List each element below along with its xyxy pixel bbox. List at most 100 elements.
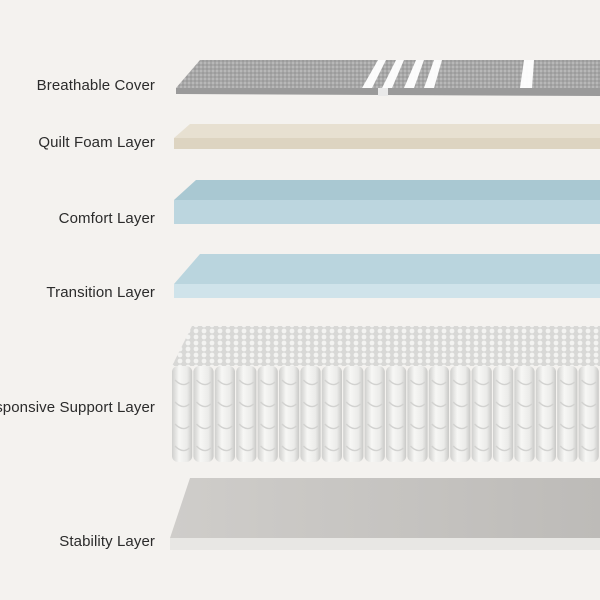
coil-wrap-line: [559, 401, 576, 408]
coil-wrap-line: [195, 423, 212, 430]
coil-wrap-line: [345, 445, 362, 452]
spring-coil: [471, 366, 492, 462]
coil-wrap-line: [474, 423, 490, 430]
coil-wrap-line: [217, 445, 233, 452]
coil-wrap-line: [431, 401, 447, 408]
coil-wrap-line: [260, 445, 276, 452]
spring-coil: [557, 366, 578, 462]
label-breathable-cover: Breathable Cover: [36, 77, 155, 94]
spring-coil: [493, 366, 514, 462]
coil-wrap-line: [324, 379, 340, 386]
coil-wrap-line: [174, 379, 190, 386]
coil-wrap-line: [238, 379, 255, 386]
coil-wrap-line: [388, 401, 404, 408]
coil-wrap-line: [217, 423, 233, 430]
coil-wrap-line: [516, 423, 533, 430]
coil-wrap-line: [388, 423, 404, 430]
coil-wrap-line: [431, 423, 447, 430]
coil-wrap-line: [345, 401, 362, 408]
spring-coil: [428, 366, 449, 462]
coil-wrap-line: [260, 401, 276, 408]
spring-coil: [578, 366, 599, 462]
stability-layer: [170, 478, 600, 550]
coil-wrap-line: [302, 445, 319, 452]
coil-wrap-line: [281, 445, 297, 452]
coil-wrap-line: [302, 379, 319, 386]
coil-wrap-line: [559, 423, 576, 430]
coil-wrap-line: [195, 379, 212, 386]
coil-wrap-line: [367, 445, 383, 452]
coil-wrap-line: [217, 401, 233, 408]
coil-wrap-line: [324, 445, 340, 452]
coil-wrap-line: [217, 379, 233, 386]
coil-wrap-line: [474, 379, 490, 386]
coil-wrap-line: [538, 401, 554, 408]
coil-wrap-line: [516, 379, 533, 386]
coil-wrap-line: [581, 401, 597, 408]
quilt-foam-layer: [174, 124, 600, 149]
coil-wrap-line: [302, 401, 319, 408]
coil-wrap-line: [281, 423, 297, 430]
coil-wrap-line: [495, 379, 511, 386]
spring-coil: [214, 366, 235, 462]
coil-wrap-line: [324, 401, 340, 408]
spring-coil: [172, 366, 193, 462]
spring-coil: [279, 366, 300, 462]
spring-coil: [193, 366, 214, 462]
coil-wrap-line: [538, 379, 554, 386]
coil-wrap-line: [345, 379, 362, 386]
coil-wrap-line: [409, 401, 426, 408]
comfort-layer: [174, 180, 600, 224]
coil-wrap-line: [474, 445, 490, 452]
coil-wrap-line: [409, 423, 426, 430]
coil-wrap-line: [538, 423, 554, 430]
spring-coil: [386, 366, 407, 462]
coil-wrap-line: [281, 401, 297, 408]
coil-wrap-line: [367, 423, 383, 430]
coil-wrap-line: [281, 379, 297, 386]
spring-coil: [364, 366, 385, 462]
coil-wrap-line: [559, 445, 576, 452]
transition-layer: [174, 254, 600, 298]
spring-coil: [257, 366, 278, 462]
coil-wrap-line: [581, 445, 597, 452]
responsive-support-layer: [172, 326, 600, 462]
coil-wrap-line: [452, 445, 469, 452]
coil-wrap-line: [516, 401, 533, 408]
spring-coil: [321, 366, 342, 462]
spring-coil: [343, 366, 364, 462]
coil-wrap-line: [367, 401, 383, 408]
coil-wrap-line: [174, 445, 190, 452]
coil-wrap-line: [581, 379, 597, 386]
coil-wrap-line: [431, 445, 447, 452]
coil-wrap-line: [388, 445, 404, 452]
spring-coil: [300, 366, 321, 462]
coil-wrap-line: [495, 445, 511, 452]
coil-wrap-line: [409, 445, 426, 452]
coil-wrap-line: [495, 401, 511, 408]
coil-wrap-line: [581, 423, 597, 430]
coil-wrap-line: [388, 379, 404, 386]
coil-wrap-line: [260, 379, 276, 386]
coil-wrap-line: [516, 445, 533, 452]
coil-wrap-line: [238, 423, 255, 430]
coil-wrap-line: [431, 379, 447, 386]
label-stability-layer: Stability Layer: [59, 533, 155, 550]
coil-wrap-line: [409, 379, 426, 386]
spring-coil: [450, 366, 471, 462]
label-comfort-layer: Comfort Layer: [58, 210, 155, 227]
coil-wrap-line: [452, 423, 469, 430]
breathable-cover-layer: [176, 60, 600, 96]
coil-wrap-line: [238, 445, 255, 452]
coil-wrap-line: [174, 423, 190, 430]
coil-wrap-line: [538, 445, 554, 452]
spring-coil: [535, 366, 556, 462]
label-responsive-support-layer: Responsive Support Layer: [0, 399, 155, 416]
coil-wrap-line: [474, 401, 490, 408]
coil-wrap-line: [452, 401, 469, 408]
coil-wrap-line: [495, 423, 511, 430]
label-transition-layer: Transition Layer: [46, 284, 155, 301]
coil-wrap-line: [195, 401, 212, 408]
coil-wrap-line: [345, 423, 362, 430]
coil-wrap-line: [260, 423, 276, 430]
